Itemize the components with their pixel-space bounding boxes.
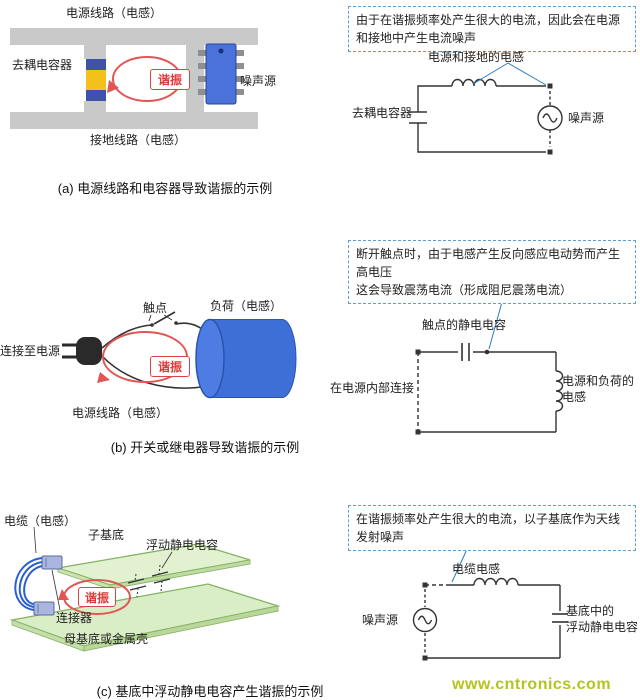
a-resonance-badge: 谐振 [150, 69, 190, 90]
b-circuit [417, 343, 564, 433]
c-floating-capacitance-label: 基底中的 浮动静电电容 [566, 604, 639, 634]
watermark: www.cntronics.com [452, 676, 612, 693]
b-contact-label: 触点 [143, 301, 168, 315]
c-cable-label: 电缆（电感） [4, 514, 77, 528]
b-caption: (b) 开关或继电器导致谐振的示例 [110, 440, 300, 455]
connector-icons [33, 555, 63, 616]
c-floating-cap-label: 浮动静电电容 [146, 538, 219, 552]
plug-icon [62, 337, 102, 365]
b-power-line-label: 电源线路（电感） [72, 406, 169, 420]
b-load-label: 负荷（电感） [210, 299, 283, 313]
a-noise-source-label: 噪声源 [568, 111, 605, 125]
b-internal-connection-label: 在电源内部连接 [330, 381, 415, 395]
c-callout: 在谐振频率处产生很大的电流，以子基底作为天线发射噪声 [348, 505, 636, 551]
resonance-loop-icon [58, 579, 131, 615]
c-mother-board-label: 母基底或金属壳 [64, 632, 149, 646]
floating-capacitance-icon [127, 564, 171, 598]
c-circuit [412, 577, 568, 659]
b-plug-load-diagram [62, 311, 297, 399]
a-callout: 由于在谐振频率处产生很大的电流，因此会在电源和接地中产生电流噪声 [348, 6, 636, 52]
decoupling-capacitor-icon [86, 59, 106, 101]
c-caption: (c) 基底中浮动静电电容产生谐振的示例 [96, 684, 324, 699]
c-sub-board-label: 子基底 [88, 528, 125, 542]
c-cable-inductor-label: 电缆电感 [452, 562, 501, 576]
c-resonance-badge: 谐振 [78, 587, 116, 607]
a-circuit [409, 78, 563, 153]
c-boards-diagram [9, 526, 281, 652]
b-pointer-line [488, 301, 503, 350]
b-connect-power-label: 连接至电源 [0, 344, 61, 358]
a-caption: (a) 电源线路和电容器导致谐振的示例 [57, 181, 273, 196]
b-contact-capacitance-label: 触点的静电电容 [422, 318, 507, 332]
b-callout-line2: 这会导致震荡电流（形成阻尼震荡电流） [356, 283, 573, 297]
b-callout: 断开触点时，由于电感产生反向感应电动势而产生高电压 这会导致震荡电流（形成阻尼震… [348, 240, 636, 304]
b-inductor-label: 电源和负荷的 电感 [562, 374, 635, 404]
a-decoupling-label: 去耦电容器 [12, 58, 73, 72]
switch-contact-icon [153, 311, 176, 325]
a-pointer-lines [472, 62, 547, 86]
a-board-diagram [10, 28, 258, 129]
ic-chip-icon [198, 43, 244, 105]
c-noise-source-label: 噪声源 [362, 613, 399, 627]
c-pointer-line [451, 546, 469, 583]
mother-board-icon [9, 583, 281, 652]
c-connector-label: 连接器 [56, 611, 93, 625]
a-ground-line-label: 接地线路（电感） [90, 133, 187, 147]
a-noise-label: 噪声源 [240, 74, 277, 88]
a-power-line-label: 电源线路（电感） [66, 6, 163, 20]
a-circuit-capacitor-label: 去耦电容器 [352, 106, 413, 120]
b-callout-line1: 断开触点时，由于电感产生反向感应电动势而产生高电压 [356, 247, 621, 279]
sub-board-icon [57, 543, 251, 590]
load-cylinder-icon [195, 318, 297, 399]
a-inductor-label: 电源和接地的电感 [428, 50, 525, 64]
b-resonance-badge: 谐振 [150, 356, 190, 377]
cable-icon [14, 557, 43, 611]
